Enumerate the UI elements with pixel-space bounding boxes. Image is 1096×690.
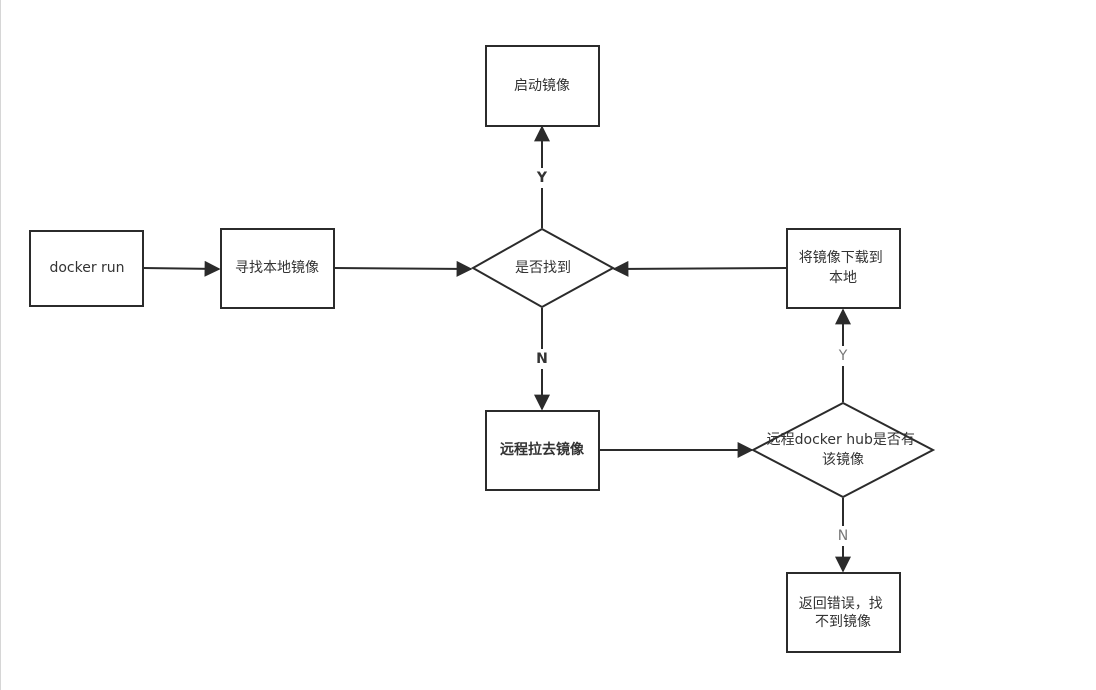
edge-label-hub-no: N	[838, 528, 848, 544]
node-find-local[interactable]	[220, 228, 335, 309]
edge-find-local-to-found	[333, 260, 473, 277]
edge-label-found-yes: Y	[536, 170, 548, 186]
edge-download-to-found	[612, 260, 787, 277]
node-label-find-local: 寻找本地镜像	[235, 260, 319, 276]
node-label-download: 将镜像下载到 本地	[799, 246, 887, 286]
node-label-docker-run: docker run	[49, 260, 124, 276]
node-docker-run[interactable]	[29, 230, 144, 307]
node-label-remote-pull: 远程拉去镜像	[500, 441, 585, 458]
node-start[interactable]	[485, 45, 600, 127]
node-hub-decision[interactable]	[750, 401, 936, 499]
node-label-error: 返回错误，找 不到镜像	[799, 592, 887, 630]
edge-label-bg	[534, 168, 550, 188]
edge-docker-run-to-find-local	[142, 260, 221, 277]
node-label-hub: 远程docker hub是否有 该镜像	[767, 428, 920, 468]
node-remote-pull[interactable]	[485, 410, 600, 491]
node-download[interactable]	[786, 228, 901, 309]
node-found-decision[interactable]	[470, 227, 616, 309]
edge-label-bg	[835, 526, 851, 546]
node-label-start: 启动镜像	[514, 78, 570, 94]
node-error[interactable]	[786, 572, 901, 653]
edge-label-bg	[835, 346, 851, 366]
edge-label-bg	[534, 349, 550, 369]
node-label-found: 是否找到	[515, 260, 571, 276]
edge-label-hub-yes: Y	[838, 348, 848, 364]
edge-label-found-no: N	[536, 351, 548, 367]
